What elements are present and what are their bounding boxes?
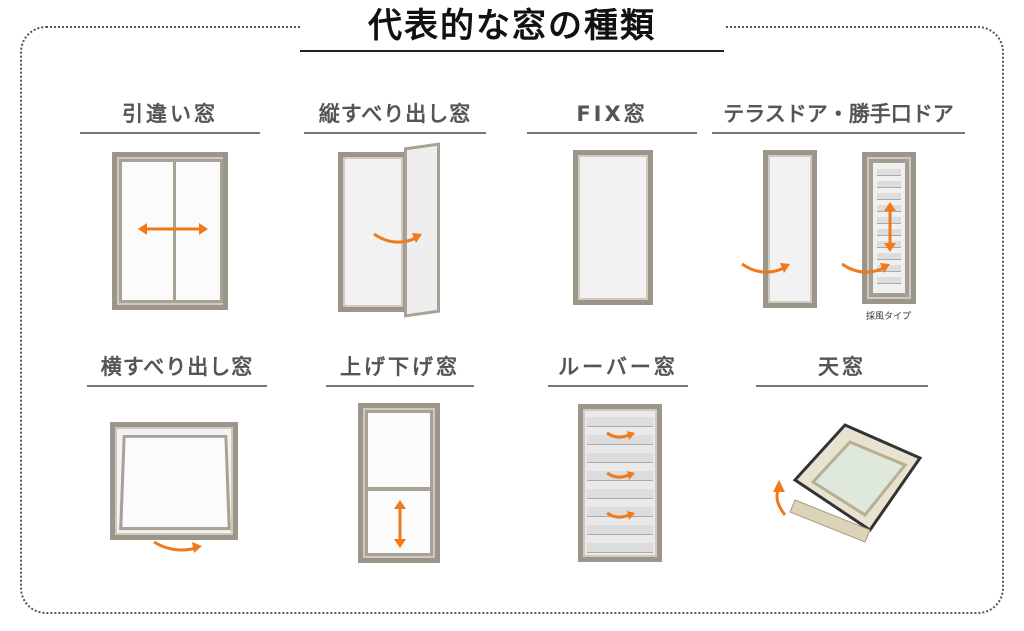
- page-title: 代表的な窓の種類: [300, 2, 724, 52]
- double-arrow-vertical-icon: [394, 500, 406, 548]
- sliding-window-illustration: [112, 152, 228, 310]
- label-awning-window: 横すべり出し窓: [87, 351, 267, 387]
- label-skylight: 天窓: [756, 351, 928, 387]
- label-door: テラスドア・勝手口ドア: [712, 98, 965, 134]
- label-sliding-window: 引違い窓: [80, 98, 260, 134]
- open-arrow-icon: [606, 431, 635, 440]
- double-arrow-vertical-icon: [884, 202, 896, 252]
- open-arrow-icon: [606, 471, 635, 480]
- terrace-door-illustration: [763, 150, 817, 308]
- skylight-illustration: [773, 423, 923, 543]
- back-door-illustration: [862, 152, 916, 304]
- open-arrow-icon: [841, 262, 890, 274]
- open-arrow-icon: [741, 262, 790, 274]
- label-double-hung: 上げ下げ窓: [326, 351, 474, 387]
- open-arrow-icon: [153, 540, 202, 553]
- double-arrow-horizontal-icon: [138, 223, 208, 235]
- label-louver-window: ルーバー窓: [548, 351, 688, 387]
- label-fix-window: FIX窓: [527, 98, 697, 134]
- open-arrow-icon: [373, 232, 422, 244]
- awning-window-illustration: [110, 422, 238, 540]
- open-arrow-icon: [606, 511, 635, 520]
- label-vertical-casement: 縦すべり出し窓: [304, 98, 486, 134]
- louver-window-illustration: [578, 404, 662, 562]
- door-note: 採風タイプ: [866, 312, 912, 322]
- fix-window-illustration: [573, 150, 653, 305]
